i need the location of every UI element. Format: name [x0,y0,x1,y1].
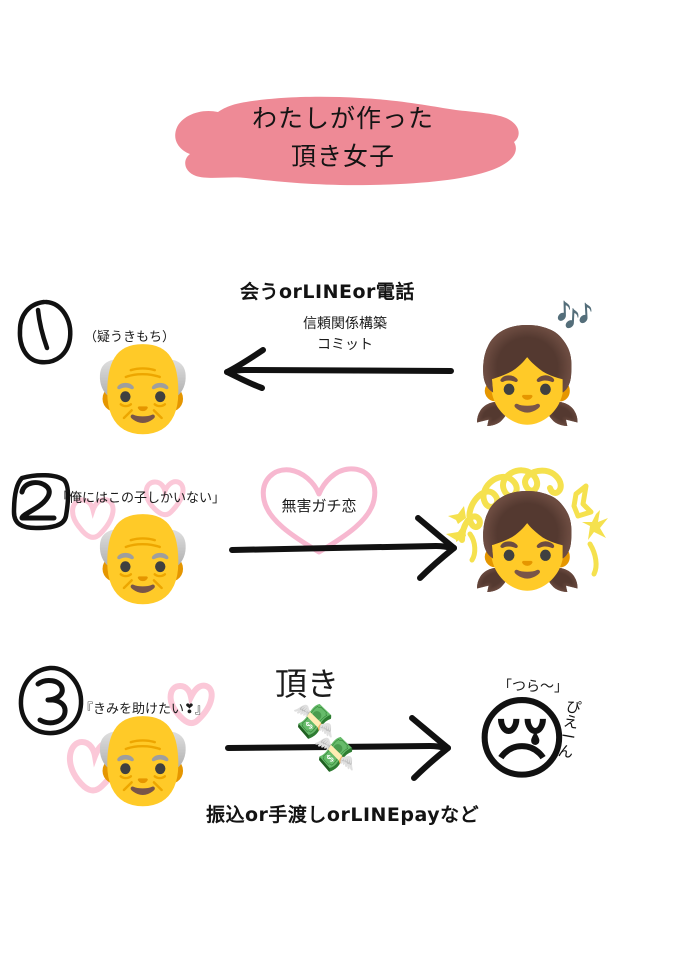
step-2-yellow-sparkles-decor [440,462,620,592]
step-2-heart-label: 無害ガチ恋 [281,497,357,515]
title-text: わたしが作った 頂き女子 [160,100,526,176]
step-2-left-caption: 「俺にはこの子しかいない」 [56,491,226,506]
step-2-heart-outline [256,464,382,556]
step-2-arrow-right [228,512,480,584]
step-1-headline: 会うorLINEor電話 [240,281,415,303]
music-notes-icon: 🎶 [556,299,594,334]
step-3-pink-hearts-decor [62,680,222,800]
girl-face-icon: 👧 [470,322,585,429]
step-3-headline: 頂き [275,665,340,703]
girl-face-icon: 👧 [470,488,585,595]
step-3-right-caption: 「つら～」 [498,679,568,695]
step-1-arrow-left [205,340,455,391]
older-man-face-icon: 👴 [88,706,198,809]
older-man-face-icon: 👴 [88,334,198,437]
step-1-sub-line-1: 信頼関係構築 [303,316,387,332]
title-banner: わたしが作った 頂き女子 [160,86,526,190]
crying-girl-face-icon: 😢 [474,686,570,793]
step-3-number-badge [14,662,88,740]
title-line-1: わたしが作った [251,104,434,133]
step-3-left-caption: 『きみを助けたい❣』 [80,702,208,717]
title-line-2: 頂き女子 [290,142,395,171]
title-blob-shape [175,96,519,186]
step-1-left-caption: （疑うきもち） [84,330,176,345]
older-man-face-icon: 👴 [88,504,198,607]
money-with-wings-icon: 💸 [313,735,356,775]
step-1-sub-line-2: コミット [317,337,373,353]
step-2-pink-hearts-decor [60,478,200,558]
step-1-number-badge [14,296,78,368]
step-3-bottom-caption: 振込or手渡しorLINEpayなど [206,804,480,826]
step-3-arrow-right [224,714,474,786]
step-2-number-badge [8,468,76,534]
money-with-wings-icon: 💸 [292,702,335,742]
